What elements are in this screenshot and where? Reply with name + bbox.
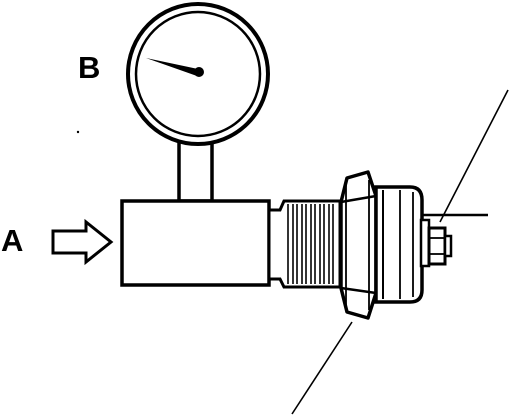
- gauge-pivot: [194, 67, 204, 77]
- terminal-nut: [427, 226, 447, 266]
- adapter-body: [120, 199, 271, 287]
- gauge-stem: [177, 143, 214, 203]
- speck: [76, 130, 80, 134]
- label-b: B: [78, 50, 100, 85]
- terminal-stud: [419, 213, 488, 268]
- threaded-section: [267, 199, 342, 289]
- flow-direction-arrow: [51, 218, 114, 266]
- hex-nut: [339, 170, 378, 320]
- leader-line-upper: [439, 89, 509, 223]
- leader-line-lower: [291, 321, 353, 415]
- pressure-gauge: [126, 2, 270, 146]
- gauge-needle: [146, 58, 198, 76]
- leader-lines: [291, 89, 509, 415]
- component-body: [374, 185, 424, 304]
- label-a: A: [1, 223, 23, 258]
